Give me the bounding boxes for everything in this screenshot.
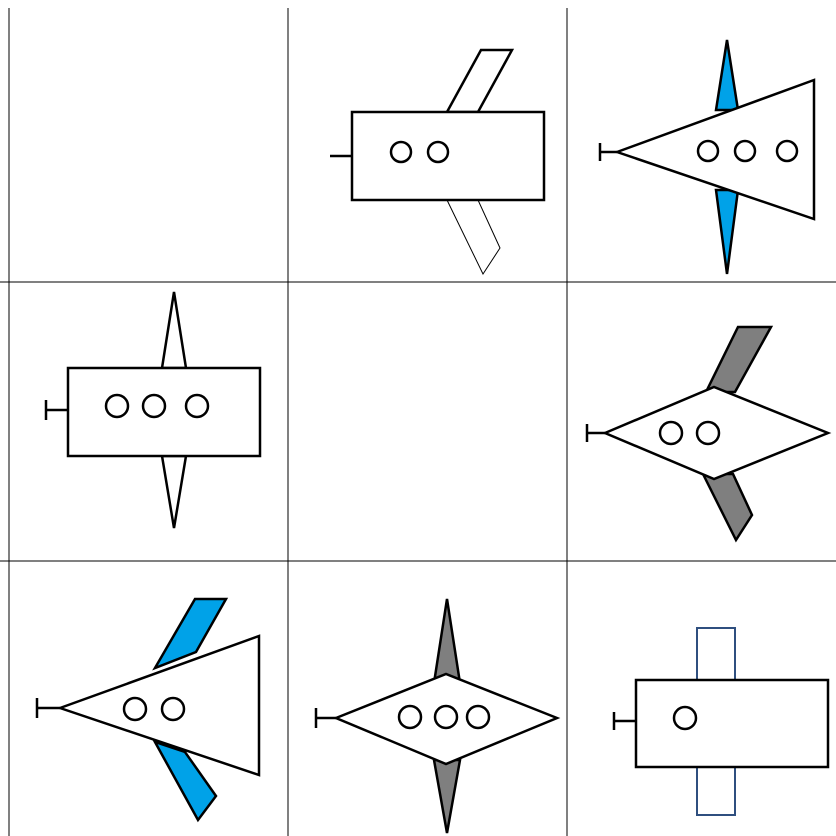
window	[777, 141, 797, 161]
wing-top	[697, 628, 735, 680]
plane-body	[636, 680, 828, 767]
wing-bottom	[447, 200, 500, 274]
cell-r1-c2	[330, 50, 544, 274]
window	[698, 141, 718, 161]
window	[428, 142, 448, 162]
wing-top	[706, 327, 771, 392]
wing-bottom	[697, 767, 735, 815]
plane-body	[60, 636, 259, 775]
cell-r2-c1	[46, 292, 260, 528]
window	[106, 395, 128, 417]
cell-r3-c2	[316, 599, 557, 833]
wing-top	[434, 599, 460, 683]
wing-bottom	[716, 190, 738, 274]
window	[697, 422, 719, 444]
window	[391, 142, 411, 162]
cell-r1-c3	[600, 40, 814, 274]
window	[435, 706, 457, 728]
wing-bottom	[703, 474, 752, 540]
cell-r3-c3	[614, 628, 828, 815]
window	[467, 706, 489, 728]
wing-bottom	[162, 456, 186, 528]
wing-top	[447, 50, 512, 112]
window	[399, 706, 421, 728]
wing-bottom	[434, 760, 460, 833]
wing-top	[162, 292, 186, 368]
wing-top	[716, 40, 738, 110]
window	[660, 422, 682, 444]
window	[186, 395, 208, 417]
window	[735, 141, 755, 161]
window	[143, 395, 165, 417]
cell-r2-c3	[587, 327, 828, 540]
cell-r3-c1	[37, 599, 259, 820]
window	[162, 698, 184, 720]
window	[674, 707, 696, 729]
window	[124, 698, 146, 720]
